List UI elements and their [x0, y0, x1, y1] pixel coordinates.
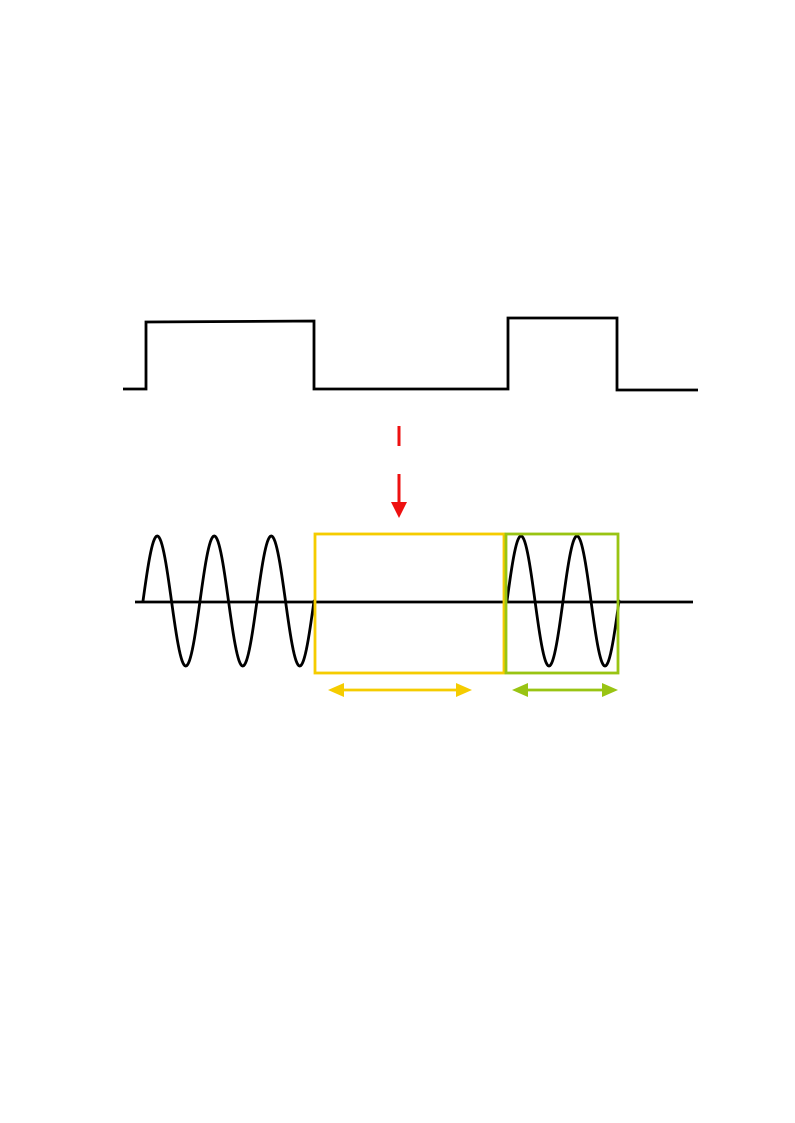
zero-bit-duration-arrow	[328, 683, 472, 697]
carrier-burst-1	[141, 534, 316, 668]
carrier-burst-2	[505, 534, 621, 668]
digital-signal-line	[123, 316, 698, 392]
one-bit-duration-arrow	[512, 683, 618, 697]
conversion-arrow-head	[391, 502, 407, 518]
zero-bit-interval-box	[313, 532, 506, 675]
one-bit-interval-box	[504, 532, 620, 675]
